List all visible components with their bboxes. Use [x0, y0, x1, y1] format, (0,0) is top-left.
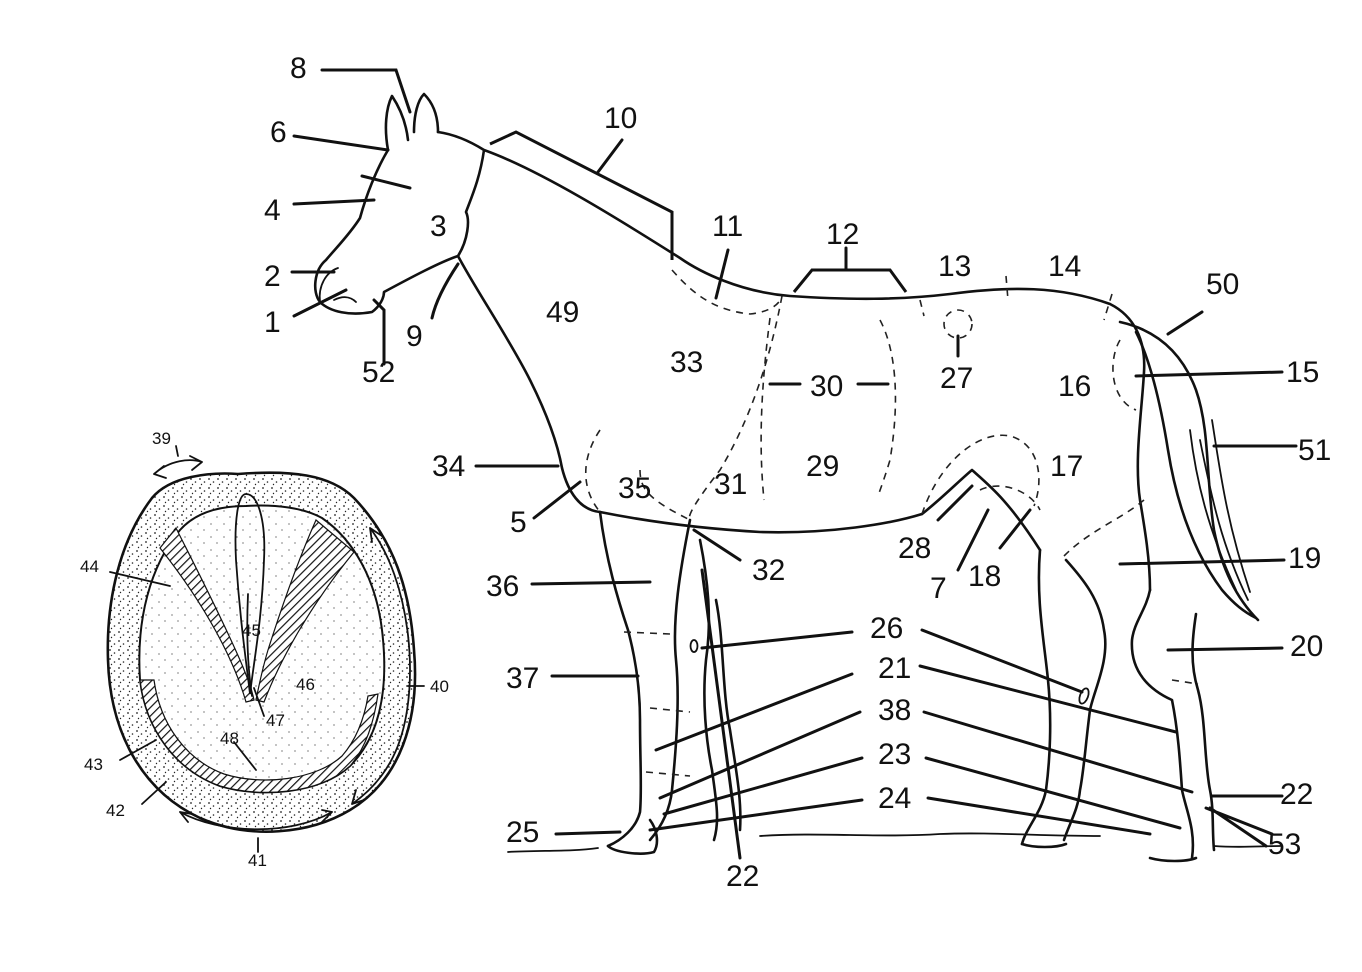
label-1: 1: [264, 306, 281, 339]
label-18: 18: [968, 560, 1001, 593]
label-43: 43: [84, 755, 103, 774]
arrow-39: [153, 455, 203, 479]
frog-cleft: [246, 593, 253, 697]
label-6: 6: [270, 116, 287, 149]
horse-labels: 1 2 3 4 5 6 7 8 9 10 11 12 13 14 15 16 1…: [264, 52, 1331, 893]
label-42: 42: [106, 801, 125, 820]
label-46: 46: [296, 675, 315, 694]
label-22-right: 22: [1280, 778, 1313, 811]
label-28: 28: [898, 532, 931, 565]
label-13: 13: [938, 250, 971, 283]
label-14: 14: [1048, 250, 1081, 283]
horse-fore-leg-near: [598, 510, 692, 848]
label-23: 23: [878, 738, 911, 771]
label-16: 16: [1058, 370, 1091, 403]
label-44: 44: [80, 557, 99, 576]
horse-muzzle: [318, 267, 357, 303]
label-21: 21: [878, 652, 911, 685]
label-10: 10: [604, 102, 637, 135]
leader-42: [141, 781, 167, 805]
white-line: [139, 679, 379, 793]
label-2: 2: [264, 260, 281, 293]
label-45: 45: [242, 621, 261, 640]
horse-hind-leg-near: [1130, 588, 1216, 860]
arrow-41: [179, 809, 333, 831]
leader-47: [253, 687, 265, 717]
label-34: 34: [432, 450, 465, 483]
label-8: 8: [290, 52, 307, 85]
label-35: 35: [618, 472, 651, 505]
horse-flank-curve: [920, 468, 1042, 552]
horse-topline: [313, 130, 1152, 592]
horse-fore-leg-far: [698, 538, 742, 842]
label-41: 41: [248, 851, 267, 870]
horse-ear: [412, 92, 440, 134]
label-47: 47: [266, 711, 285, 730]
frog-outline: [234, 493, 266, 695]
label-26: 26: [870, 612, 903, 645]
horse-figure: [313, 92, 1281, 863]
label-20: 20: [1290, 630, 1323, 663]
label-52: 52: [362, 356, 395, 389]
label-22-bottom: 22: [726, 860, 759, 893]
label-3: 3: [430, 210, 447, 243]
label-40: 40: [430, 677, 449, 696]
horse-ear: [384, 94, 410, 152]
horse-tail: [1118, 320, 1260, 622]
arrow-40: [351, 527, 411, 805]
leader-43: [119, 739, 157, 761]
label-48: 48: [220, 729, 239, 748]
label-15: 15: [1286, 356, 1319, 389]
horse-hoof: [1020, 842, 1068, 849]
label-7: 7: [930, 572, 947, 605]
horse-tail-hair: [1189, 419, 1251, 601]
hoof-labels: 39 40 41 42 43 44 45 46 47 48: [80, 429, 449, 870]
ground-line: [507, 832, 1281, 853]
hoof-sole-diagram: [106, 445, 425, 853]
region-boundaries: [584, 269, 1199, 777]
label-24: 24: [878, 782, 911, 815]
label-9: 9: [406, 320, 423, 353]
label-49: 49: [546, 296, 579, 329]
label-37: 37: [506, 662, 539, 695]
label-27: 27: [940, 362, 973, 395]
label-39: 39: [152, 429, 171, 448]
label-29: 29: [806, 450, 839, 483]
label-5: 5: [510, 506, 527, 539]
label-38: 38: [878, 694, 911, 727]
label-11: 11: [712, 210, 743, 243]
label-19: 19: [1288, 542, 1321, 575]
label-17: 17: [1050, 450, 1083, 483]
horse-belly: [598, 510, 924, 534]
horse-hoof: [1148, 856, 1198, 863]
label-51: 51: [1298, 434, 1331, 467]
label-30: 30: [810, 370, 843, 403]
leader-39: [175, 445, 179, 457]
label-36: 36: [486, 570, 519, 603]
leader-48: [233, 741, 257, 771]
horse-hoof: [606, 818, 659, 855]
bar-right: [255, 519, 355, 703]
leader-44: [109, 571, 171, 587]
label-32: 32: [752, 554, 785, 587]
label-4: 4: [264, 194, 281, 227]
label-31: 31: [714, 468, 747, 501]
label-33: 33: [670, 346, 703, 379]
horse-throat-chest: [456, 254, 602, 514]
leader-lines: [290, 68, 1298, 860]
label-12: 12: [826, 218, 859, 251]
label-50: 50: [1206, 268, 1239, 301]
label-25: 25: [506, 816, 539, 849]
label-53: 53: [1268, 828, 1301, 861]
